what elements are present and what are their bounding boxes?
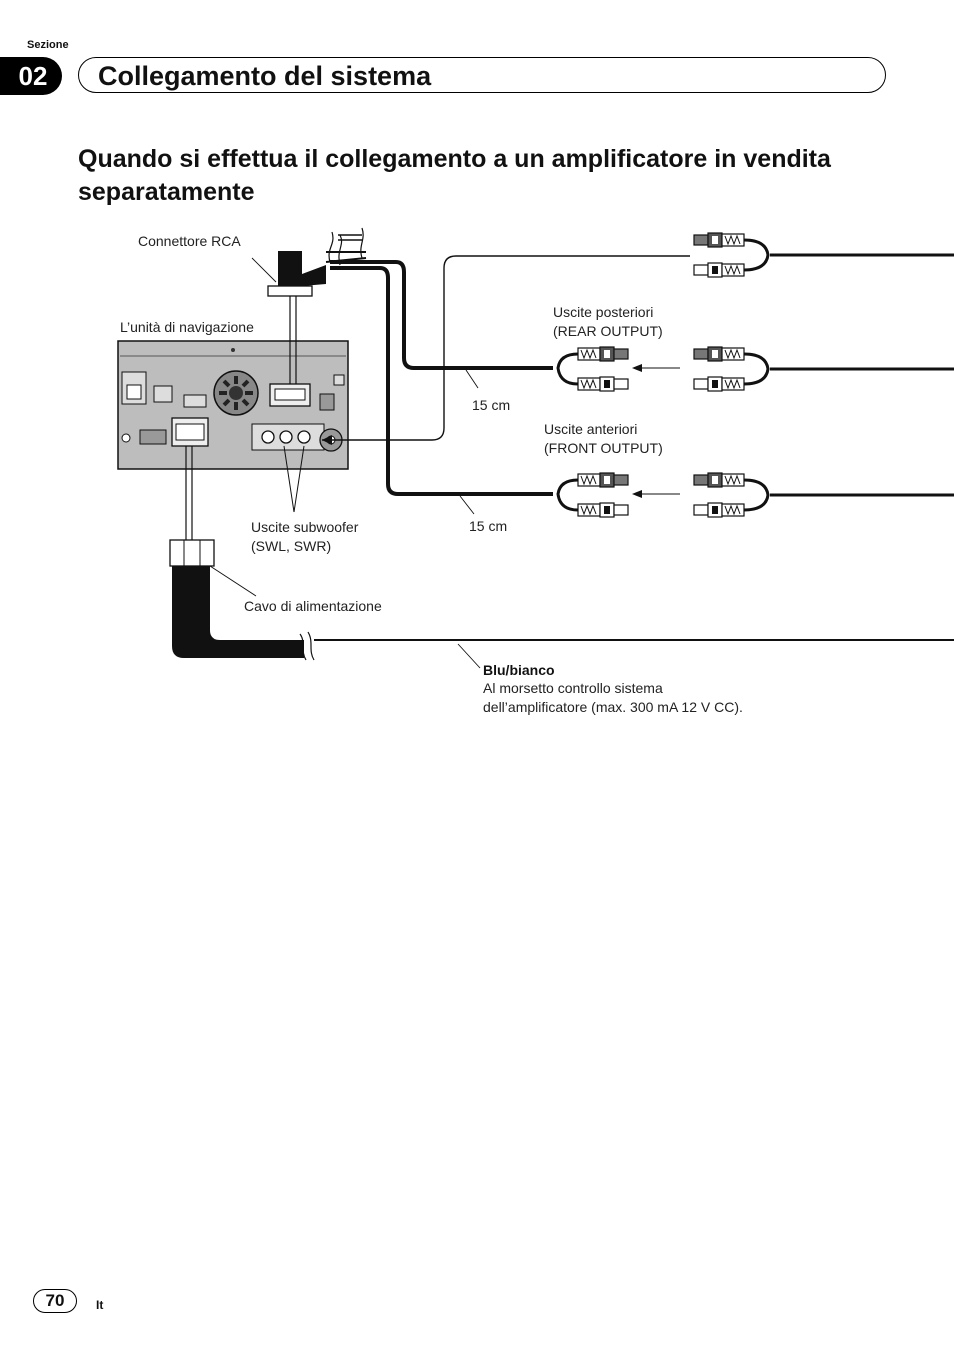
front-cable-length: 15 cm bbox=[469, 518, 508, 534]
rear-cable-length: 15 cm bbox=[472, 397, 511, 413]
wire-color-label: Blu/bianco bbox=[483, 662, 555, 678]
subwoofer-output-label: Uscite subwoofer bbox=[251, 519, 359, 535]
wire-description-line1: Al morsetto controllo sistema bbox=[483, 680, 663, 696]
power-cable-label: Cavo di alimentazione bbox=[244, 598, 382, 614]
page-heading: Quando si effettua il collegamento a un … bbox=[78, 145, 831, 206]
subwoofer-output-code: (SWL, SWR) bbox=[251, 538, 332, 554]
section-title: Collegamento del sistema bbox=[98, 61, 432, 91]
language-code: It bbox=[96, 1298, 104, 1312]
section-label: Sezione bbox=[27, 39, 69, 51]
rear-output-label: Uscite posteriori bbox=[553, 304, 654, 320]
amp-rear-cable bbox=[693, 346, 954, 392]
section-title-frame bbox=[78, 57, 886, 93]
amp-front-cable bbox=[693, 472, 954, 518]
navigation-unit-label: L’unità di navigazione bbox=[120, 319, 254, 335]
navigation-unit bbox=[117, 340, 349, 470]
rca-connector-label: Connettore RCA bbox=[138, 233, 241, 249]
page-number: 70 bbox=[33, 1289, 77, 1313]
front-output-cable bbox=[556, 472, 629, 518]
section-number-badge: 02 bbox=[0, 57, 62, 95]
wiring-diagram bbox=[117, 227, 954, 669]
rear-output-code: (REAR OUTPUT) bbox=[553, 323, 663, 339]
wire-description-line2: dell’amplificatore (max. 300 mA 12 V CC)… bbox=[483, 699, 743, 715]
front-output-code: (FRONT OUTPUT) bbox=[544, 440, 663, 456]
rear-output-cable bbox=[556, 346, 629, 392]
amp-subwoofer-cable bbox=[693, 232, 954, 278]
front-output-label: Uscite anteriori bbox=[544, 421, 638, 437]
